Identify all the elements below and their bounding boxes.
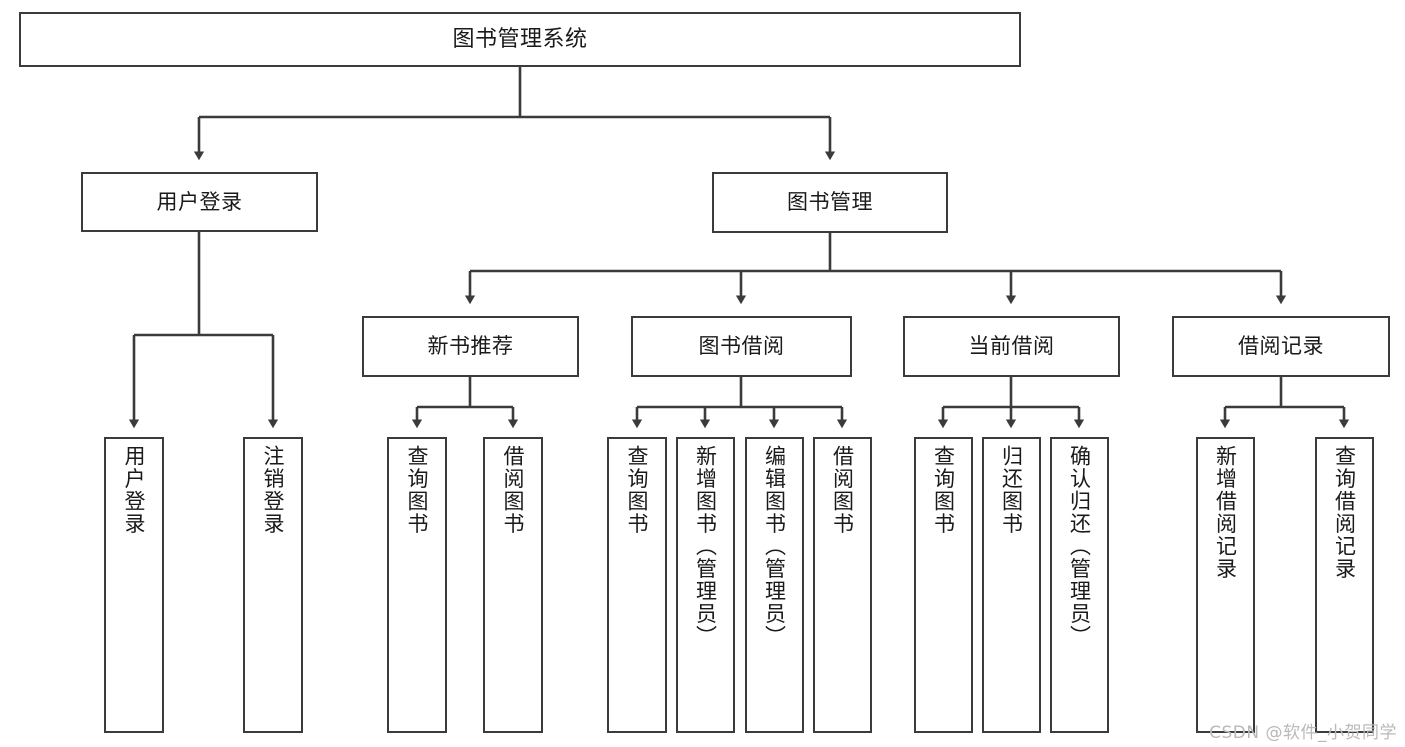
node-new-book-rec-label: 新书推荐 (427, 334, 514, 359)
node-leaf-logout[interactable]: 注销登录 (243, 437, 303, 733)
node-leaf-query-book-1[interactable]: 查询图书 (387, 437, 447, 733)
node-leaf-query-book-1-label: 查询图书 (405, 445, 430, 535)
node-root[interactable]: 图书管理系统 (19, 12, 1021, 67)
node-leaf-confirm-return[interactable]: 确认归还（管理员） (1050, 437, 1109, 733)
node-book-borrow-label: 图书借阅 (698, 334, 785, 359)
node-leaf-borrow-book-1-label: 借阅图书 (501, 445, 526, 535)
node-leaf-borrow-book-1[interactable]: 借阅图书 (483, 437, 543, 733)
node-leaf-query-book-2[interactable]: 查询图书 (607, 437, 667, 733)
node-leaf-borrow-book-2-label: 借阅图书 (830, 445, 855, 535)
node-root-label: 图书管理系统 (452, 26, 588, 52)
node-current-borrow[interactable]: 当前借阅 (903, 316, 1120, 377)
node-leaf-borrow-book-2[interactable]: 借阅图书 (813, 437, 872, 733)
node-leaf-query-record[interactable]: 查询借阅记录 (1315, 437, 1374, 733)
node-leaf-confirm-return-label: 确认归还（管理员） (1067, 445, 1092, 648)
node-book-manage[interactable]: 图书管理 (712, 172, 948, 233)
node-leaf-add-book-label: 新增图书（管理员） (693, 445, 718, 648)
node-book-manage-label: 图书管理 (787, 190, 873, 215)
node-leaf-query-book-2-label: 查询图书 (625, 445, 650, 535)
node-leaf-add-record[interactable]: 新增借阅记录 (1196, 437, 1255, 733)
node-leaf-user-login[interactable]: 用户登录 (104, 437, 164, 733)
node-user-login[interactable]: 用户登录 (81, 172, 318, 232)
node-leaf-return-book[interactable]: 归还图书 (982, 437, 1041, 733)
node-user-login-label: 用户登录 (156, 189, 243, 214)
node-new-book-rec[interactable]: 新书推荐 (362, 316, 579, 377)
node-leaf-edit-book-label: 编辑图书（管理员） (762, 445, 787, 648)
node-leaf-logout-label: 注销登录 (261, 445, 286, 535)
node-book-borrow[interactable]: 图书借阅 (631, 316, 852, 377)
node-borrow-record[interactable]: 借阅记录 (1172, 316, 1390, 377)
watermark: CSDN @软件_小贺同学 (1209, 723, 1397, 743)
node-leaf-edit-book[interactable]: 编辑图书（管理员） (745, 437, 804, 733)
node-leaf-query-book-3-label: 查询图书 (931, 445, 956, 535)
node-borrow-record-label: 借阅记录 (1238, 334, 1324, 359)
node-leaf-query-record-label: 查询借阅记录 (1332, 445, 1357, 580)
node-leaf-add-book[interactable]: 新增图书（管理员） (676, 437, 735, 733)
node-leaf-query-book-3[interactable]: 查询图书 (914, 437, 973, 733)
node-leaf-return-book-label: 归还图书 (999, 445, 1024, 535)
node-current-borrow-label: 当前借阅 (968, 334, 1055, 359)
node-leaf-user-login-label: 用户登录 (122, 445, 147, 535)
node-leaf-add-record-label: 新增借阅记录 (1213, 445, 1238, 580)
